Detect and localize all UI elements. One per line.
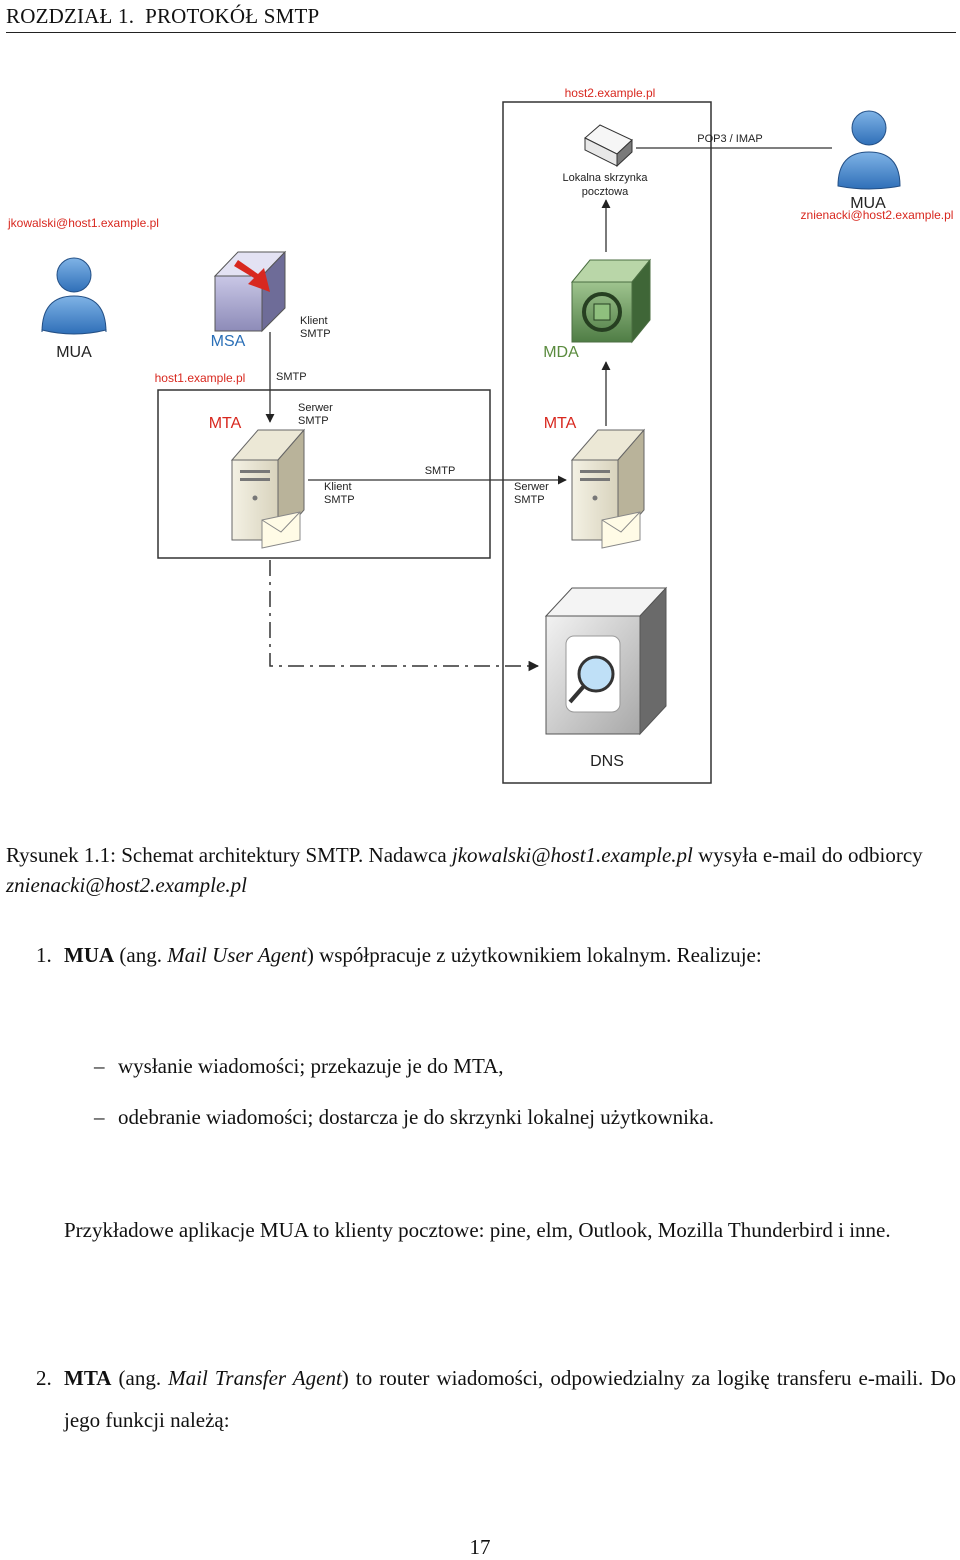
dash-bullet: – [94, 1105, 105, 1129]
mta-left-server-icon [230, 428, 306, 549]
sub-item-send: wysłanie wiadomości; przekazuje je do MT… [118, 1054, 504, 1078]
mta-left-klient-smtp: SMTP [324, 494, 355, 506]
smtp-diagram: host2.example.pl host1.example.pl jkowal… [7, 86, 954, 784]
sender-email: jkowalski@host1.example.pl [7, 216, 159, 230]
smtp-architecture-figure: host2.example.pl host1.example.pl jkowal… [0, 70, 960, 800]
pop3-imap-label: POP3 / IMAP [697, 133, 762, 145]
mta-right-serwer: Serwer [514, 481, 549, 493]
header-rule [6, 32, 956, 33]
term-mta: MTA [64, 1366, 112, 1390]
text-segment: ) to router wiadomości, odpowiedzialny z… [64, 1366, 956, 1432]
sub-item-receive: odebranie wiadomości; dostarcza je do sk… [118, 1105, 714, 1129]
caption-recipient-email: znienacki@host2.example.pl [6, 873, 247, 897]
term-expansion: Mail User Agent [167, 943, 307, 967]
msa-mta-smtp-label: SMTP [276, 371, 307, 383]
mta-left-label: MTA [209, 415, 242, 432]
dns-server-icon [544, 586, 668, 736]
term-expansion: Mail Transfer Agent [168, 1366, 342, 1390]
text-segment: (ang. [114, 943, 168, 967]
mda-label: MDA [543, 344, 579, 361]
section-title: PROTOKÓŁ SMTP [145, 4, 320, 28]
mta-right-label: MTA [544, 415, 577, 432]
mua-examples-paragraph: Przykładowe aplikacje MUA to klienty poc… [64, 1218, 891, 1242]
recipient-user-icon [837, 110, 901, 190]
page-number: 17 [469, 1535, 491, 1559]
dns-lookup-line [269, 560, 540, 672]
msa-icon [213, 250, 287, 333]
list-number: 2. [36, 1366, 52, 1390]
host2-box [502, 101, 712, 784]
list-item-text: MTA (ang. Mail Transfer Agent) to router… [64, 1357, 956, 1441]
recipient-email: znienacki@host2.example.pl [801, 208, 954, 222]
msa-label: MSA [211, 333, 246, 350]
host2-label: host2.example.pl [565, 86, 656, 100]
sender-user-icon [41, 257, 107, 335]
msa-klient-label: Klient [300, 315, 328, 327]
host1-box [157, 389, 491, 559]
mda-icon [570, 258, 652, 344]
text-segment: ) współpracuje z użytkownikiem lokalnym.… [306, 943, 762, 967]
mta-left-klient: Klient [324, 481, 352, 493]
msa-smtp-label: SMTP [300, 328, 331, 340]
caption-sender-email: jkowalski@host1.example.pl [451, 843, 693, 867]
running-header: ROZDZIAŁ 1. PROTOKÓŁ SMTP [6, 4, 319, 29]
text-segment: (ang. [111, 1366, 169, 1390]
mailbox-label-line1: Lokalna skrzynka [563, 172, 649, 184]
mailbox-icon [584, 124, 633, 168]
mta-mta-smtp-label: SMTP [425, 465, 456, 477]
term-mua: MUA [64, 943, 115, 967]
mta-right-server-icon [570, 428, 646, 549]
mua-recipient-label: MUA [850, 195, 886, 212]
dns-label: DNS [590, 753, 624, 770]
mailbox-label-line2: pocztowa [582, 186, 629, 198]
chapter-label: ROZDZIAŁ 1. [6, 4, 135, 28]
mua-sender-label: MUA [56, 344, 92, 361]
caption-prefix: Rysunek 1.1: Schemat architektury SMTP. … [6, 843, 452, 867]
mta-left-serwer-smtp: SMTP [298, 415, 329, 427]
list-number: 1. [36, 943, 52, 967]
mta-right-serwer-smtp: SMTP [514, 494, 545, 506]
host1-label: host1.example.pl [155, 371, 246, 385]
mta-left-serwer: Serwer [298, 402, 333, 414]
figure-caption: Rysunek 1.1: Schemat architektury SMTP. … [6, 840, 956, 900]
list-item-text: MUA (ang. Mail User Agent) współpracuje … [64, 934, 762, 976]
caption-middle: wysyła e-mail do odbiorcy [692, 843, 923, 867]
dash-bullet: – [94, 1054, 105, 1078]
